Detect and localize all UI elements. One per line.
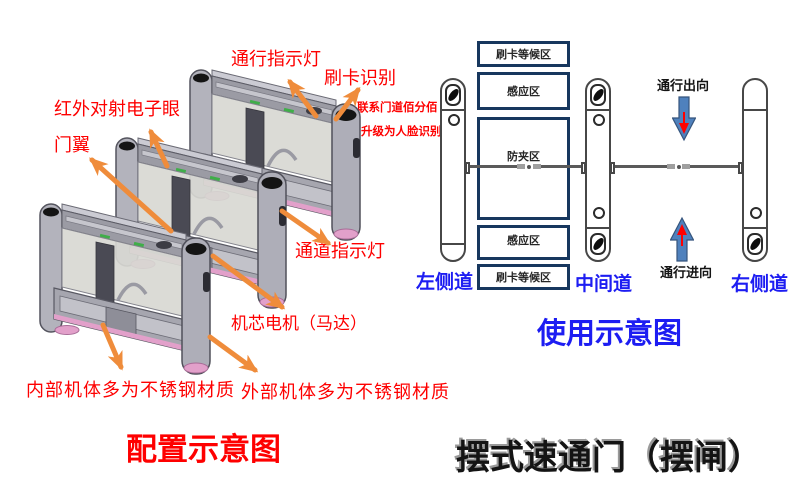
arrow-channel-light bbox=[279, 208, 332, 246]
lane-label-left: 左侧道 bbox=[416, 272, 474, 293]
gate-3d-illustration bbox=[38, 68, 362, 376]
label-passage-light: 通行指示灯 bbox=[231, 49, 321, 69]
card-reader-icon bbox=[590, 84, 606, 106]
card-icon-blob bbox=[590, 236, 606, 252]
card-icon-blob bbox=[747, 236, 763, 252]
zone-box-wait-bottom: 刷卡等候区 bbox=[477, 264, 570, 290]
gate-wing-tip bbox=[533, 164, 541, 169]
lane-label-middle: 中间道 bbox=[575, 274, 633, 295]
zone-box-wait-top: 刷卡等候区 bbox=[477, 41, 570, 67]
gate-wing-line bbox=[541, 165, 585, 168]
indicator-circle-icon bbox=[448, 114, 460, 126]
card-icon-blob bbox=[445, 87, 461, 103]
product-title: 摆式速通门（摆闸） bbox=[456, 439, 762, 477]
label-upgrade-note-line1: 联系门道佰分佰 bbox=[357, 102, 438, 114]
arrow-inner-body bbox=[100, 322, 124, 371]
gate-wing-line bbox=[690, 165, 742, 168]
label-channel-light: 通道指示灯 bbox=[295, 241, 385, 261]
label-inner-body: 内部机体多为不锈钢材质 bbox=[26, 380, 235, 400]
cabinet-divider bbox=[744, 227, 766, 229]
cabinet-right bbox=[738, 78, 768, 262]
gate-wing-tip bbox=[517, 164, 525, 169]
label-motor: 机芯电机（马达） bbox=[231, 314, 367, 333]
cabinet-left bbox=[440, 78, 470, 262]
arrow-motor bbox=[210, 253, 286, 310]
label-card-reader: 刷卡识别 bbox=[324, 68, 396, 88]
arrow-door-wing bbox=[89, 157, 174, 234]
gate-wing-gap-dot bbox=[527, 165, 531, 169]
wing-hinge-tick bbox=[738, 162, 743, 174]
card-reader-icon bbox=[445, 84, 461, 106]
cabinet-divider bbox=[744, 109, 766, 111]
label-outer-body: 外部机体多为不锈钢材质 bbox=[241, 382, 450, 402]
arrow-passage-light bbox=[287, 78, 319, 119]
label-door-wing: 门翼 bbox=[54, 135, 90, 155]
indicator-circle-icon bbox=[593, 114, 605, 126]
arrow-outer-body bbox=[207, 334, 259, 373]
usage-diagram-title: 使用示意图 bbox=[537, 318, 683, 350]
gate-wing-line bbox=[466, 165, 517, 168]
cabinet-middle bbox=[581, 78, 615, 262]
config-diagram-title: 配置示意图 bbox=[126, 432, 281, 467]
label-ir-eye: 红外对射电子眼 bbox=[54, 99, 180, 119]
gate-wing-tip bbox=[667, 164, 675, 169]
wing-hinge-tick bbox=[581, 162, 586, 174]
label-exit-direction: 通行出向 bbox=[657, 78, 710, 93]
cabinet-divider bbox=[442, 243, 464, 245]
card-reader-icon bbox=[747, 233, 763, 255]
cabinet-divider bbox=[587, 109, 609, 111]
zone-box-sense-bottom: 感应区 bbox=[477, 225, 570, 260]
indicator-circle-icon bbox=[593, 207, 605, 219]
gate-wing-tip bbox=[682, 164, 690, 169]
indicator-circle-icon bbox=[750, 207, 762, 219]
cabinet-divider bbox=[587, 227, 609, 229]
card-icon-blob bbox=[590, 87, 606, 103]
entry-direction-arrow-icon bbox=[670, 216, 694, 262]
wing-hinge-tick bbox=[465, 162, 470, 174]
gate-wing-gap-dot bbox=[677, 165, 681, 169]
lane-label-right: 右侧道 bbox=[731, 274, 789, 295]
label-entry-direction: 通行进向 bbox=[660, 265, 713, 280]
wing-hinge-tick bbox=[610, 162, 615, 174]
arrow-card-reader bbox=[333, 86, 361, 122]
cabinet-divider bbox=[442, 109, 464, 111]
label-upgrade-note-line2: 升级为人脸识别 bbox=[361, 126, 442, 138]
exit-direction-arrow-icon bbox=[672, 96, 696, 142]
card-reader-icon bbox=[590, 233, 606, 255]
gate-wing-line bbox=[611, 165, 667, 168]
arrow-ir-eye bbox=[148, 128, 170, 169]
zone-box-sense-top: 感应区 bbox=[477, 72, 570, 110]
